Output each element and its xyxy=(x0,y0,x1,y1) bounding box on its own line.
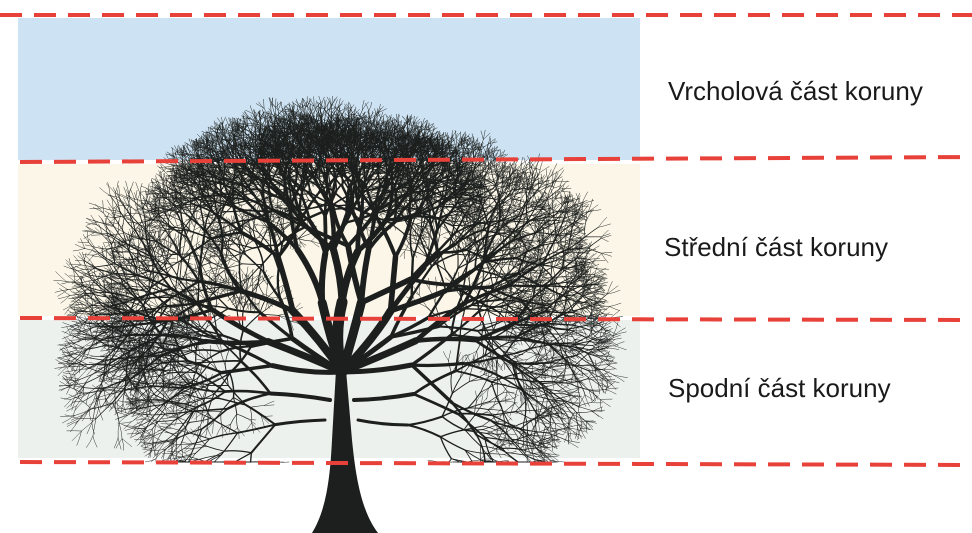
tree-branch xyxy=(326,205,348,206)
tree-branch xyxy=(322,253,325,302)
tree-branch xyxy=(251,453,252,462)
